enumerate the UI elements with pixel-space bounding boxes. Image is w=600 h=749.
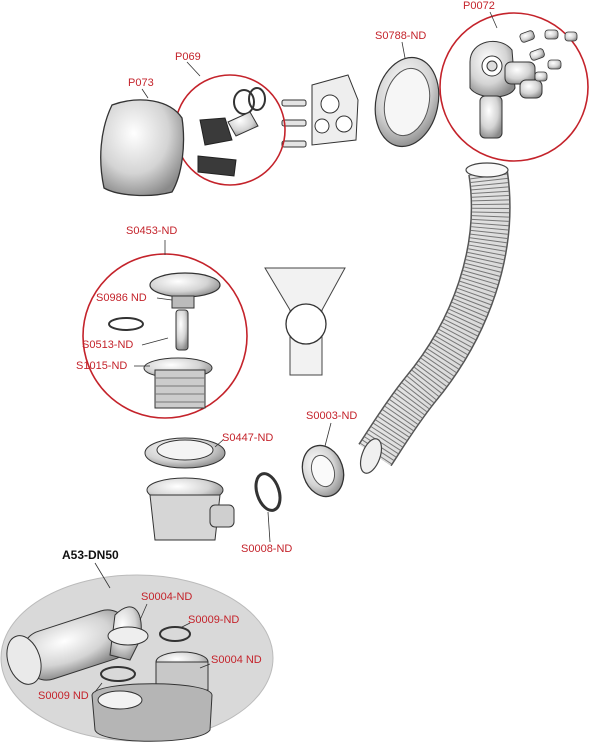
cross-bracket	[264, 267, 346, 376]
p0072-group	[439, 12, 589, 162]
label-s0009-lower: S0009 ND	[38, 690, 89, 702]
s0008-ring	[254, 472, 282, 512]
label-s0788: S0788-ND	[375, 30, 427, 42]
p073-handle	[100, 99, 185, 197]
label-p069: P069	[175, 51, 201, 63]
label-s0453: S0453-ND	[126, 225, 178, 237]
label-p0072: P0072	[463, 0, 495, 12]
mounting-plate	[281, 74, 359, 148]
label-s1015: S1015-ND	[76, 360, 128, 372]
s0447-group	[144, 437, 235, 541]
label-s0003: S0003-ND	[306, 410, 358, 422]
leader-lines	[94, 11, 498, 693]
screw-set	[519, 29, 578, 82]
label-s0513: S0513-ND	[82, 339, 134, 351]
corrugated-hose	[358, 162, 511, 474]
label-s0004-lower: S0004 ND	[211, 654, 262, 666]
s0788-gasket	[374, 56, 440, 148]
label-s0008: S0008-ND	[241, 543, 293, 555]
s0003-nut	[301, 444, 345, 498]
label-p073: P073	[128, 77, 154, 89]
label-s0004-upper: S0004-ND	[141, 591, 193, 603]
p069-group	[174, 74, 286, 186]
s0453-group	[82, 253, 248, 419]
label-s0009-upper: S0009-ND	[188, 614, 240, 626]
screws	[281, 99, 307, 148]
label-a53: A53-DN50	[62, 548, 119, 562]
a53-panel	[0, 574, 274, 742]
label-s0986: S0986 ND	[96, 292, 147, 304]
label-s0447: S0447-ND	[222, 432, 274, 444]
